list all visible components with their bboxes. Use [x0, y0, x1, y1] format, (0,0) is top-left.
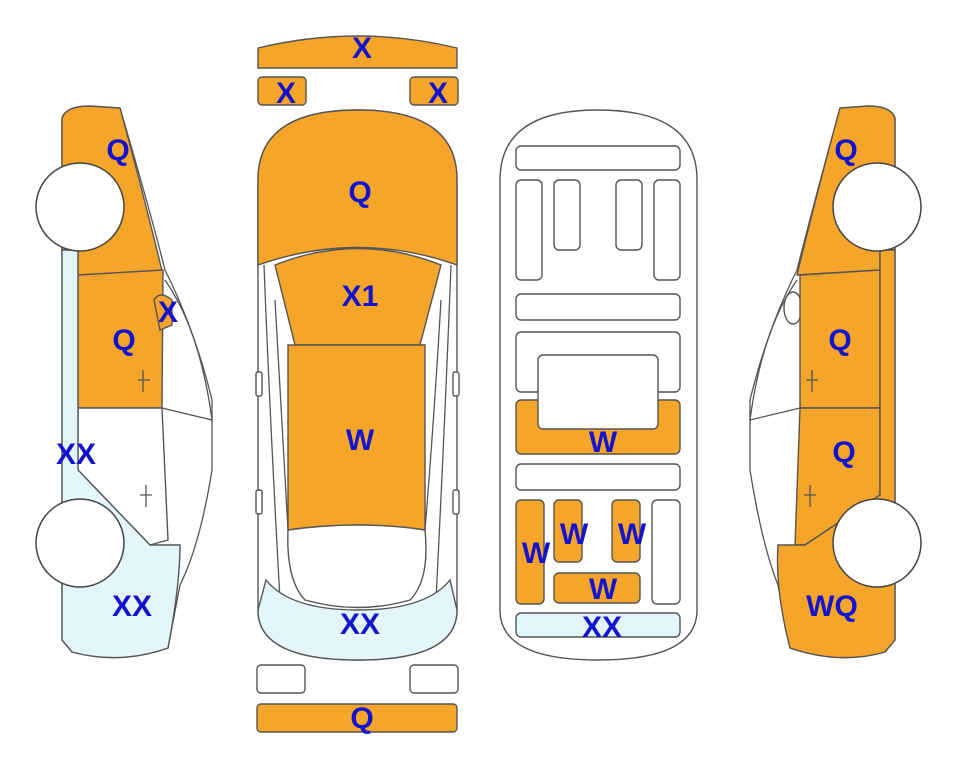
underside-view: W W W W W XX [499, 109, 698, 661]
label-right-front-fender: Q [834, 134, 857, 167]
underside-rear-crossmember [515, 463, 681, 491]
label-underside-rear-mid-right: W [618, 518, 647, 551]
left-rear-wheel [35, 498, 125, 588]
top-rear-window [287, 524, 427, 609]
label-left-front-fender: Q [106, 134, 129, 167]
label-top-headlight-right: X [428, 77, 448, 110]
left-window-line [161, 279, 213, 421]
label-underside-middle-floor: W [589, 426, 618, 459]
underside-rear-mid-left[interactable] [553, 499, 583, 563]
right-rear-wheel [832, 498, 922, 588]
underside-rear-edge[interactable] [515, 612, 681, 638]
underside-front-right-inner [615, 179, 643, 251]
top-left-side [263, 264, 281, 601]
label-top-roof: W [346, 424, 375, 457]
underside-front-panel [515, 145, 681, 171]
top-rear-bumper[interactable] [256, 703, 458, 733]
underside-crossmember [515, 293, 681, 321]
label-right-rear-quarter: WQ [806, 590, 858, 623]
right-door-handle [806, 370, 818, 392]
top-headlight-right[interactable] [409, 76, 459, 106]
left-front-wheel [35, 162, 125, 252]
right-side-view: Q Q Q WQ [749, 105, 922, 659]
label-left-front-door: Q [112, 324, 135, 357]
label-underside-rear-center: W [589, 573, 618, 606]
top-right-side [435, 264, 452, 601]
label-top-front-bumper: X [352, 32, 372, 65]
label-top-rear-bumper: Q [350, 702, 373, 735]
left-rear-door-handle [140, 485, 152, 507]
label-top-hood: Q [348, 176, 371, 209]
top-mirror-right [452, 371, 460, 397]
left-door-handle [138, 370, 150, 392]
label-left-mirror: X [158, 296, 178, 329]
top-taillight-left[interactable] [256, 664, 306, 694]
top-headlight-left[interactable] [257, 76, 307, 106]
underside-rear-mid-right[interactable] [611, 499, 641, 563]
right-rear-door-handle [804, 485, 816, 507]
underside-rear-center[interactable] [553, 572, 641, 604]
top-front-bumper[interactable] [257, 35, 458, 69]
left-side-view: Q X Q XX XX [35, 105, 213, 659]
underside-front-left-inner [553, 179, 581, 251]
top-view: X X X Q X1 W XX Q [255, 32, 460, 735]
top-hood[interactable] [257, 109, 458, 266]
top-taillight-right[interactable] [409, 664, 459, 694]
underside-rear-left[interactable] [515, 499, 545, 605]
left-mirror[interactable] [153, 294, 173, 331]
top-left-side-inner [274, 299, 289, 531]
label-right-rear-door: Q [832, 436, 855, 469]
label-left-rear-quarter: XX [112, 590, 152, 623]
label-top-headlight-left: X [276, 77, 296, 110]
label-top-trunk: XX [340, 608, 380, 641]
top-trunk[interactable] [257, 578, 458, 661]
underside-tank [537, 354, 659, 430]
label-underside-rear-left: W [522, 537, 551, 570]
underside-rear-right [651, 499, 681, 605]
top-windshield[interactable] [274, 247, 442, 346]
label-underside-rear-mid-left: W [560, 518, 589, 551]
label-left-rear-door: XX [56, 438, 96, 471]
underside-front-right-rail [653, 179, 681, 281]
right-front-wheel [832, 162, 922, 252]
top-right-side-inner [424, 299, 442, 531]
label-right-front-door: Q [828, 324, 851, 357]
label-top-windshield: X1 [342, 280, 379, 313]
top-mirror-left [255, 371, 263, 397]
top-handle-right [452, 489, 460, 515]
label-underside-rear-edge: XX [582, 611, 622, 644]
top-handle-left [255, 489, 263, 515]
underside-front-left-rail [515, 179, 543, 281]
